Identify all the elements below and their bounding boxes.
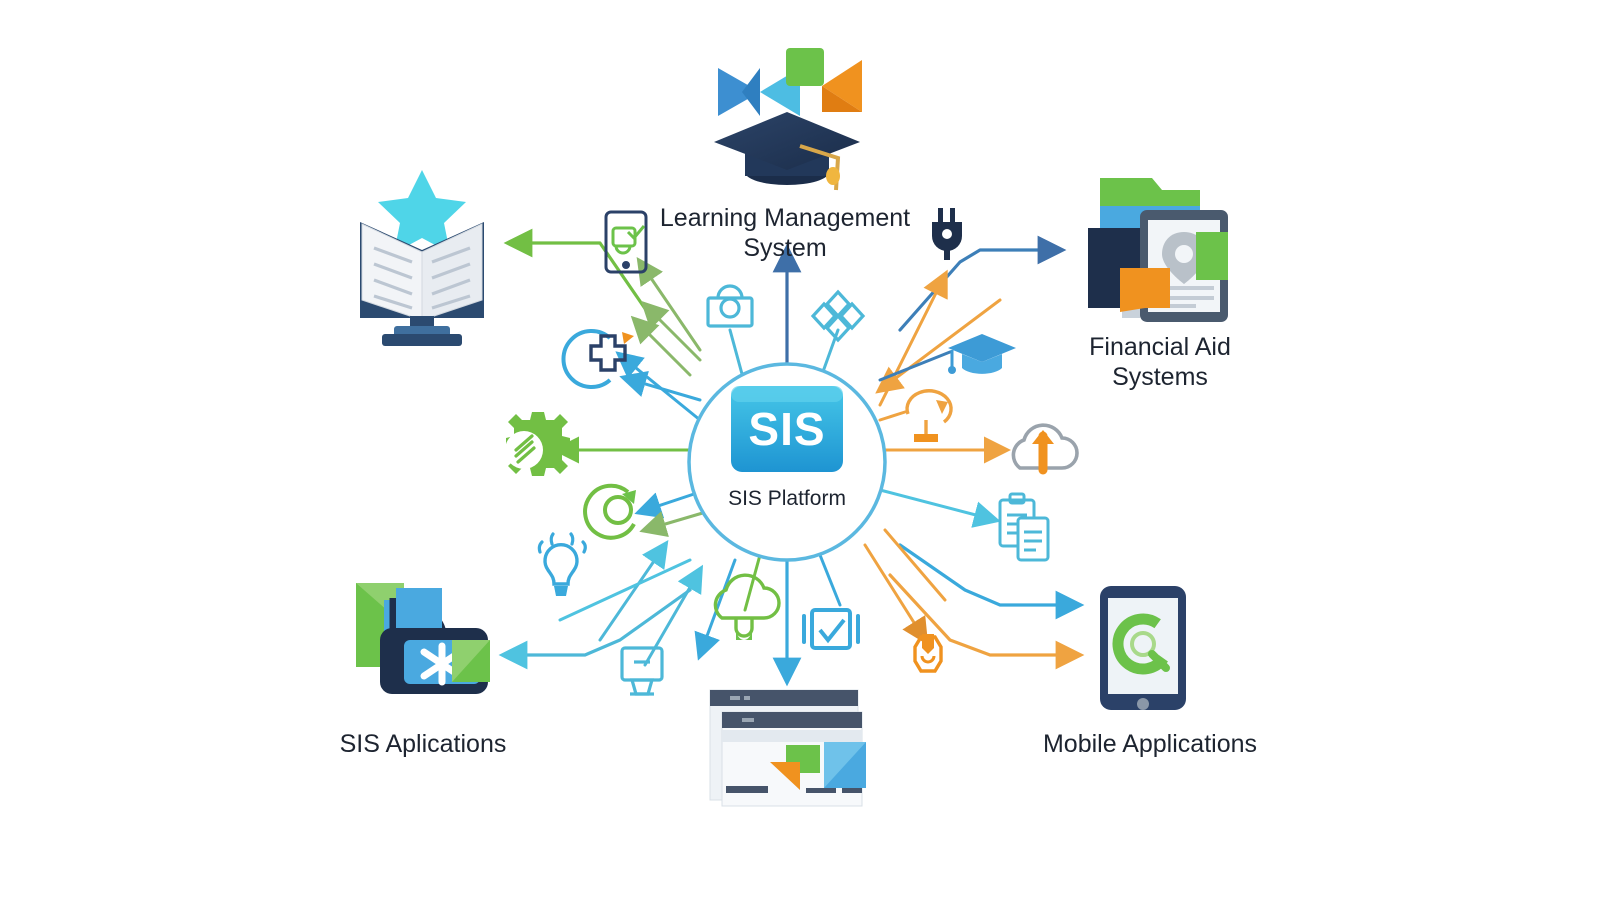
edge-hub-to-sisapps: [498, 588, 692, 670]
node-label-lms[interactable]: Learning Management System: [659, 204, 911, 262]
mobile-search-handle: [1148, 650, 1170, 672]
spoke-ur-in: [875, 298, 1002, 394]
spoke-bl-4: [558, 558, 692, 622]
clipboard-icon: [998, 492, 1050, 562]
node-label-sisapps[interactable]: SIS Aplications: [339, 730, 507, 758]
hub-badge-titlebar: [731, 386, 843, 402]
tablet-pin-hole: [1175, 245, 1193, 263]
padlock-blocks-icon: [356, 583, 490, 694]
mobile-search-ring: [1112, 613, 1174, 675]
open-book-star-icon: [360, 170, 484, 346]
doc-monitor-stand: [1122, 308, 1140, 318]
edge-group-radial: [552, 257, 1011, 667]
mobile-home-button: [1137, 698, 1149, 710]
browser-front-titlebar: [722, 712, 862, 728]
browser-window-icon: [709, 689, 866, 807]
award-badge-icon: [913, 634, 943, 673]
network-nodes-icon: [810, 289, 866, 343]
spoke-ul-tablet: [636, 257, 702, 352]
shape-blue-triangle: [718, 68, 760, 116]
spoke-ul-1: [640, 300, 702, 362]
spoke-br-1: [863, 543, 929, 646]
printer-icon: [620, 646, 664, 696]
shape-orange-triangle: [822, 60, 862, 112]
cloud-upload-icon: [1011, 423, 1079, 475]
spoke-br-2: [883, 528, 947, 602]
spoke-ul-2: [630, 315, 692, 377]
doc-green-tag: [1196, 232, 1228, 280]
edge-hub-to-mobile: [898, 543, 1085, 620]
edge-hub-to-library: [503, 228, 648, 312]
dollar-gear-icon: [505, 412, 570, 476]
spoke-l-2: [634, 490, 702, 519]
spoke-r-clip: [878, 488, 1001, 528]
shape-blue-triangle-2: [742, 68, 760, 116]
documents-tablet-icon: [1088, 178, 1228, 322]
book-text-lines: [373, 246, 471, 310]
lightbulb-icon: [537, 532, 587, 596]
power-plug-icon: [932, 208, 962, 260]
spoke-b-1: [743, 553, 762, 612]
sync-arrows-icon: [905, 389, 953, 442]
hub-badge: [731, 386, 843, 472]
medical-cross-icon: [561, 329, 634, 389]
tablet-search-icon: [1100, 586, 1186, 710]
browser-toolbar: [722, 730, 862, 742]
spoke-ur-plug: [878, 269, 948, 407]
mobile-search-inner: [1130, 631, 1156, 657]
tablet-mail-icon: [604, 210, 648, 274]
doc-orange-cursor: [1120, 268, 1170, 312]
spoke-b-2: [818, 553, 842, 607]
node-label-financial[interactable]: Financial Aid Systems: [1089, 333, 1231, 391]
briefcase-icon: [706, 284, 754, 328]
lock-green-tag-hl: [452, 640, 490, 682]
shape-green-square: [786, 48, 824, 86]
graduation-cap-icon: [714, 48, 862, 191]
hub-badge-text: SIS: [748, 403, 826, 455]
browser-titlebar-dots: [730, 696, 754, 722]
spoke-l-3: [639, 510, 708, 538]
spoke-ur-cap: [878, 350, 952, 382]
checkbox-icon: [802, 608, 860, 650]
spoke-bl-3: [694, 558, 737, 661]
cap-tassel: [826, 167, 840, 185]
node-label-mobile[interactable]: Mobile Applications: [1042, 730, 1257, 758]
edge-hub-to-mobile-orange: [888, 573, 1085, 670]
hub-node[interactable]: [687, 362, 887, 562]
spoke-r-sync: [878, 410, 907, 422]
spoke-bl-1: [598, 540, 669, 642]
spoke-ul-cross: [615, 351, 702, 422]
browser-blue-block-hl: [824, 742, 866, 788]
browser-orange-block: [770, 762, 800, 790]
browser-footer-bars: [726, 786, 862, 793]
hub-label: SIS Platform: [728, 487, 846, 510]
graduation-cap-small-icon: [948, 334, 1016, 374]
refresh-circle-icon: [583, 483, 636, 540]
browser-back-titlebar: [710, 690, 858, 706]
shape-orange-triangle-2: [822, 86, 862, 112]
book-stand-base: [382, 334, 462, 346]
lock-blue-square: [396, 588, 442, 634]
book-star: [378, 170, 466, 253]
cloud-plug-icon: [713, 573, 781, 640]
